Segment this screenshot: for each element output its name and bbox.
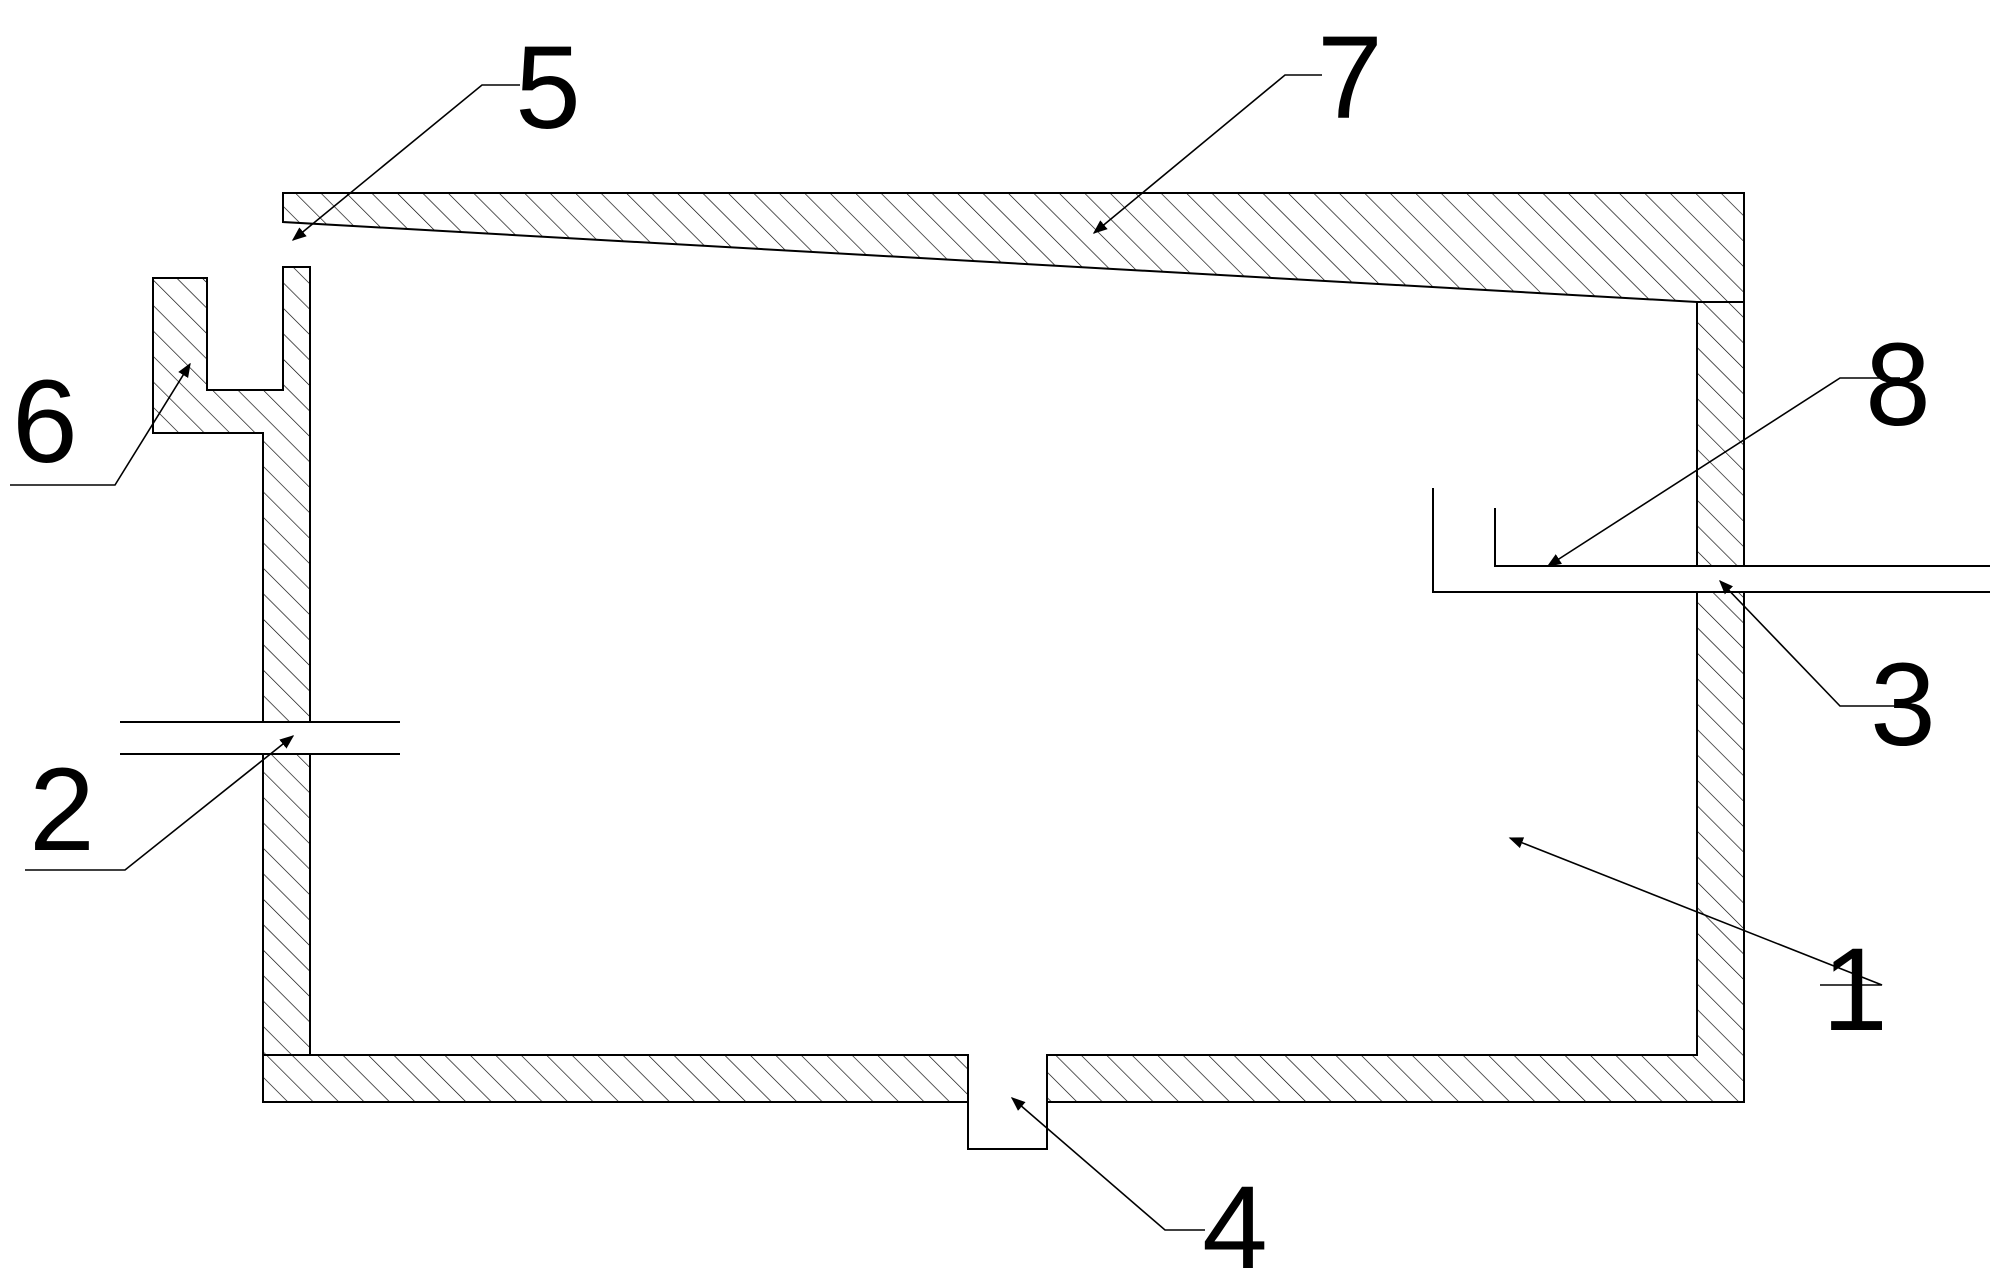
- callout-2: 2: [29, 744, 95, 876]
- leader-line-2: [25, 735, 295, 871]
- callout-4: 4: [1202, 1162, 1268, 1273]
- right-wall-lower-and-bottom-right: [1046, 591, 1745, 1103]
- callout-3: 3: [1870, 639, 1936, 771]
- outlet-pipe-inner: [1494, 508, 1990, 567]
- callout-7: 7: [1317, 12, 1383, 144]
- callout-1: 1: [1822, 924, 1888, 1056]
- leader-line-8: [1546, 377, 1900, 567]
- leader-line-3: [1719, 579, 1910, 707]
- leader-line-1: [1508, 837, 1883, 986]
- callout-6: 6: [12, 356, 78, 488]
- outlet-pipe-outer: [1432, 488, 1990, 593]
- left-wall-lower: [262, 753, 311, 1056]
- bottom-wall-left: [262, 1054, 969, 1103]
- drain-outlet: [967, 1055, 1048, 1150]
- callout-8: 8: [1865, 319, 1931, 451]
- right-wall-upper: [1696, 301, 1745, 567]
- left-wall-upper-with-trough: [152, 266, 311, 723]
- callout-5: 5: [515, 22, 581, 154]
- sloped-top-cover: [282, 192, 1745, 303]
- leader-line-7: [1092, 74, 1322, 234]
- leader-line-5: [291, 84, 520, 241]
- leader-line-6: [10, 362, 191, 486]
- leader-line-4: [1010, 1097, 1205, 1231]
